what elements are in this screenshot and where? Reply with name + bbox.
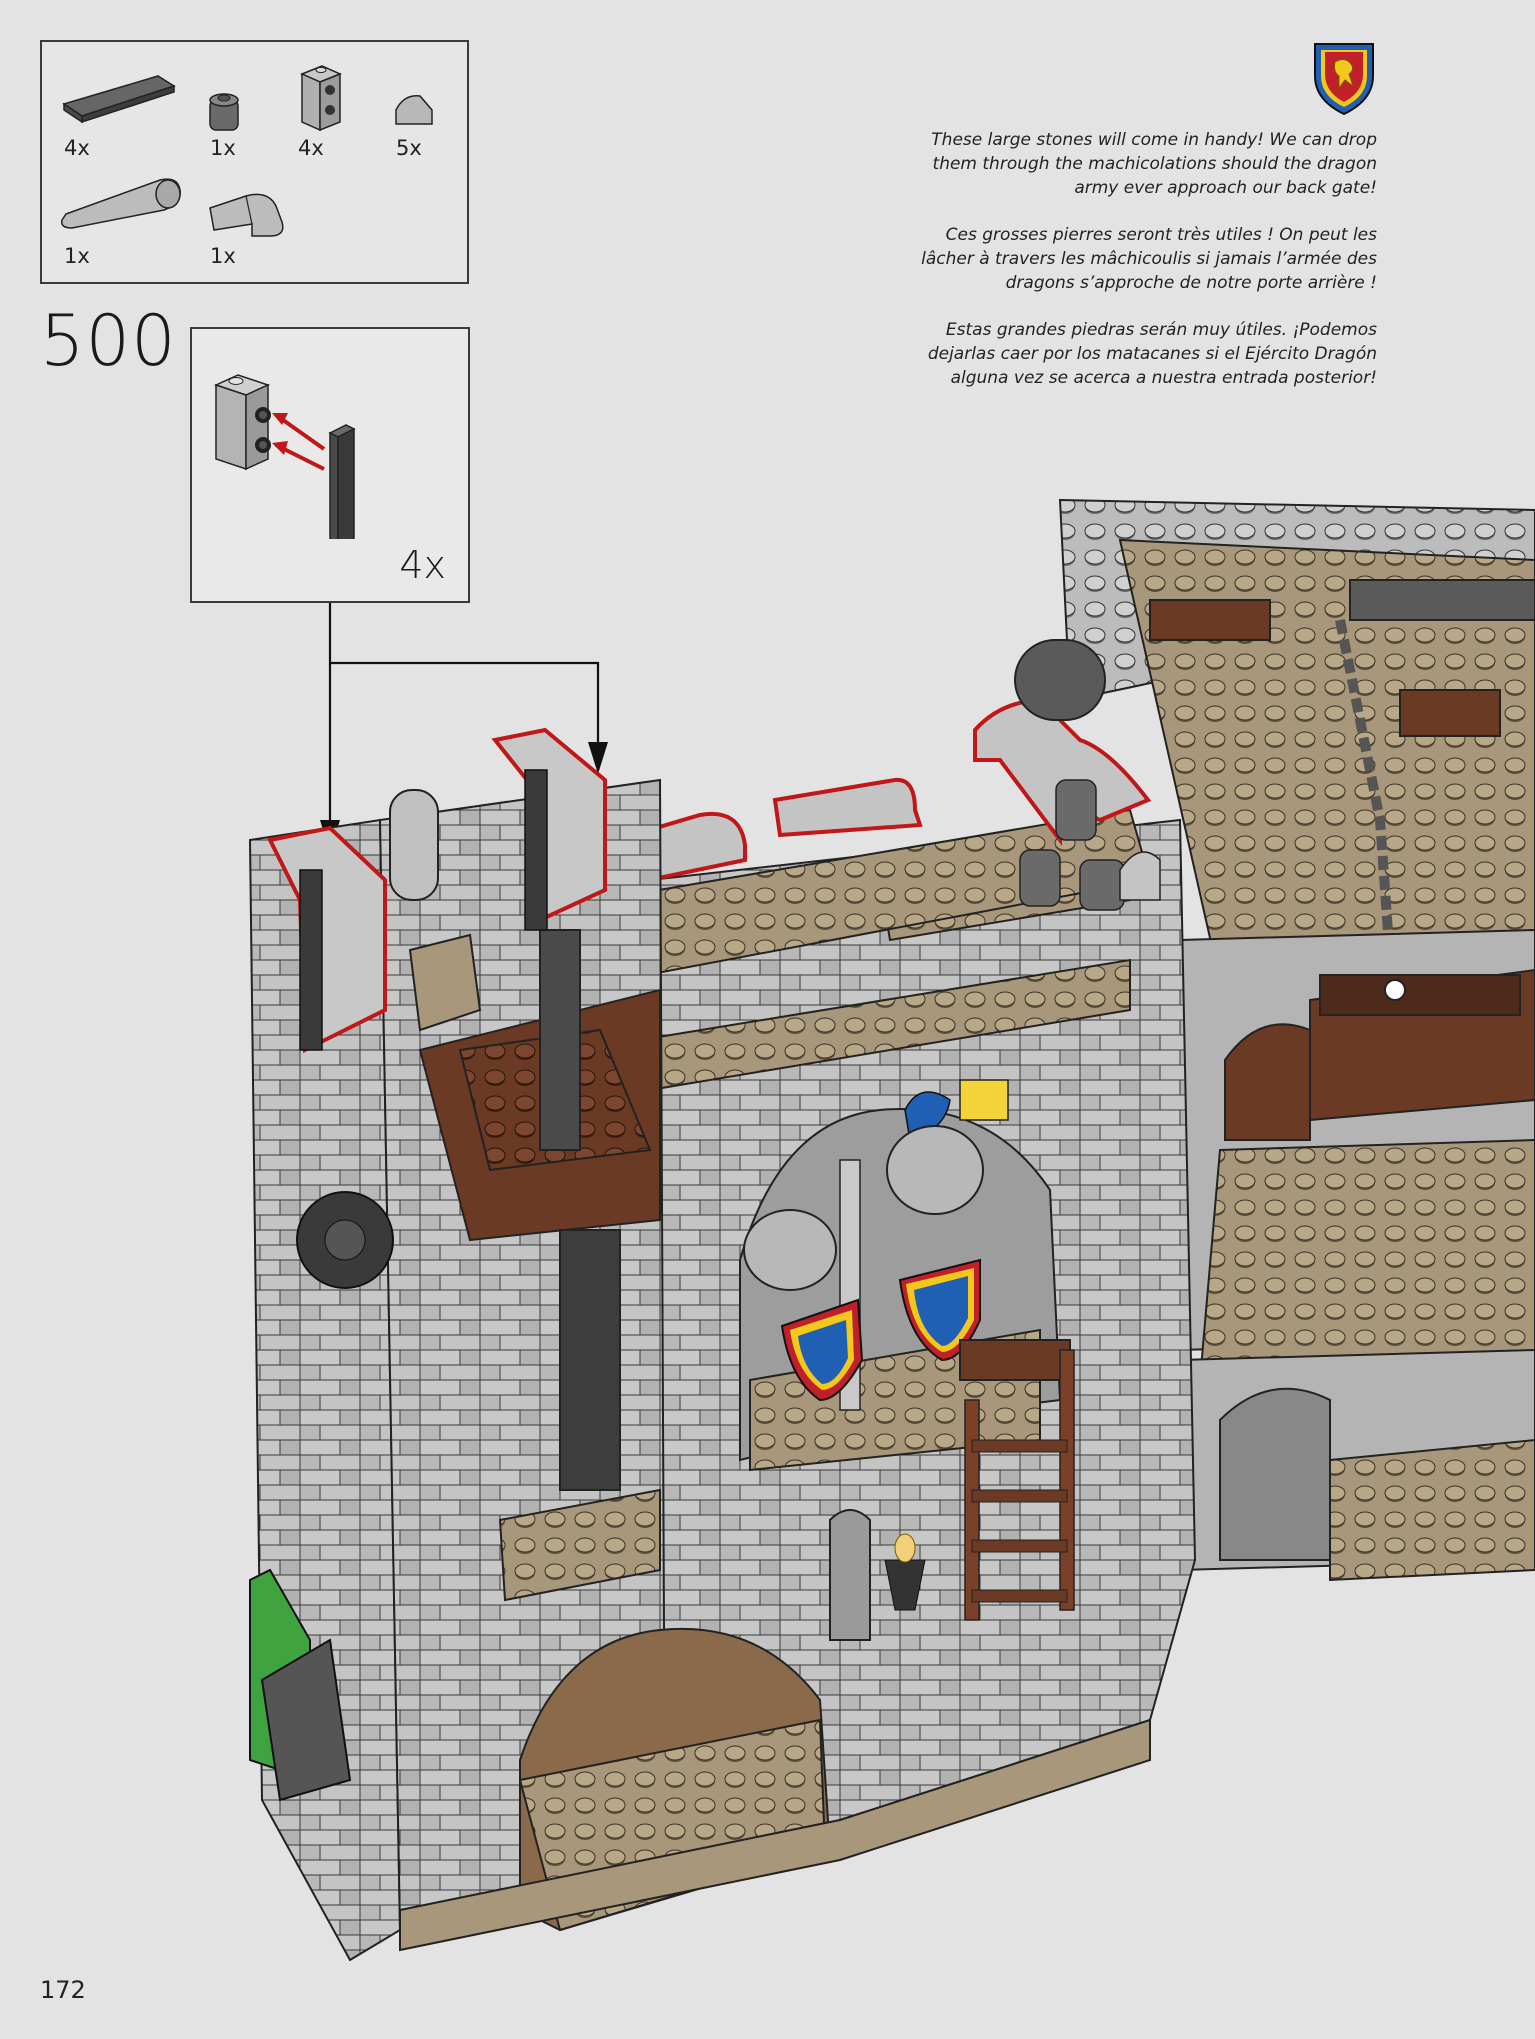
lion-crest-icon <box>1314 43 1374 116</box>
subassembly-diagram <box>213 374 356 539</box>
flavor-text: These large stones will come in handy! W… <box>917 128 1377 413</box>
callout-qty: 4x <box>399 543 446 587</box>
light-gray-elbow-icon <box>209 193 284 237</box>
flavor-text-fr: Ces grosses pierres seront très utiles !… <box>921 225 1377 293</box>
part-qty: 5x <box>396 136 422 160</box>
subassembly-callout: 4x <box>190 327 470 603</box>
dark-gray-tile-1x6-icon <box>62 75 176 124</box>
dark-gray-round-brick-icon <box>209 93 239 131</box>
gear-icon <box>296 1191 394 1289</box>
light-gray-round-tube-icon <box>60 178 181 229</box>
page-number: 172 <box>40 1976 86 2004</box>
flavor-text-es: Estas grandes piedras serán muy útiles. … <box>927 320 1377 388</box>
part-qty: 4x <box>298 136 324 160</box>
light-gray-brick-side-studs-icon <box>300 65 342 132</box>
part-qty: 1x <box>64 244 90 268</box>
parts-list: 4x 1x 4x 5x 1x 1x <box>40 40 469 284</box>
light-gray-curved-slope-icon <box>395 95 433 125</box>
part-qty: 1x <box>210 136 236 160</box>
part-qty: 1x <box>210 244 236 268</box>
step-number: 500 <box>40 300 177 382</box>
part-qty: 4x <box>64 136 90 160</box>
ladder <box>964 1349 1075 1621</box>
flavor-text-en: These large stones will come in handy! W… <box>931 130 1377 198</box>
